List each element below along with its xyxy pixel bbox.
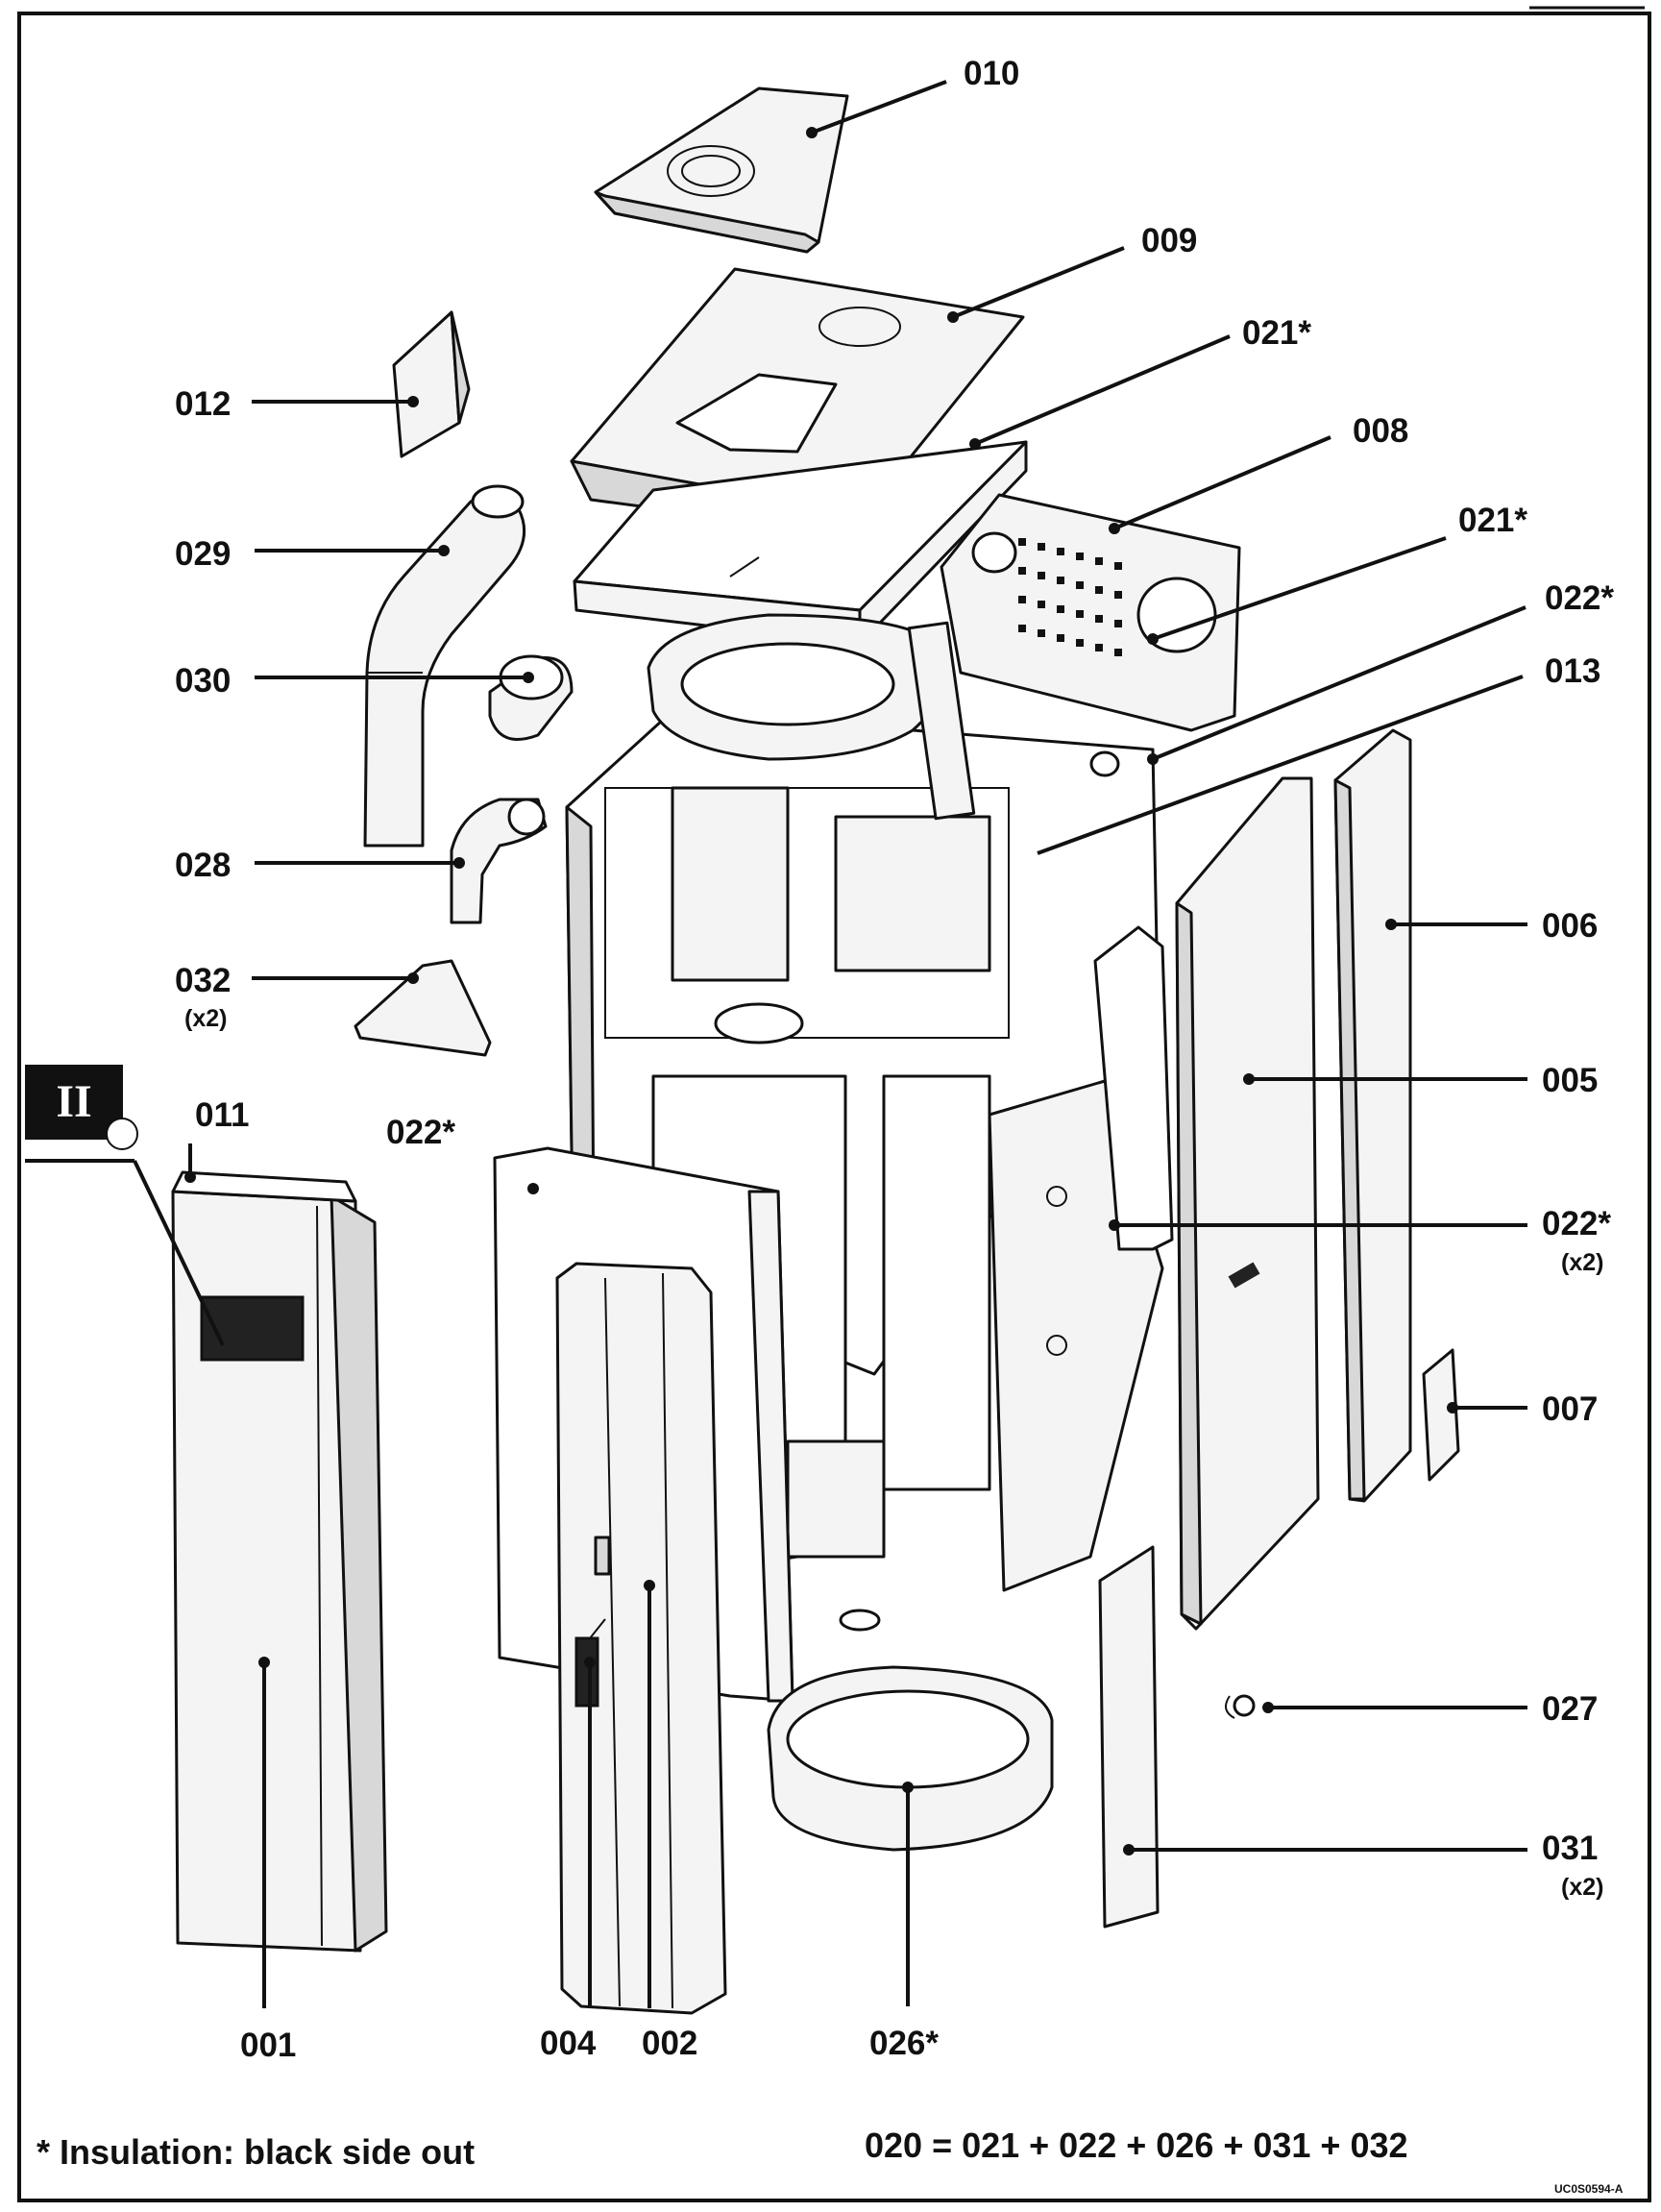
drawing-reference: UC0S0594-A — [1554, 2182, 1624, 2196]
callout-008: 008 — [1353, 412, 1408, 450]
part-005-side-panel — [1175, 776, 1320, 1631]
callout-013: 013 — [1545, 652, 1600, 690]
drawing-frame — [17, 12, 1651, 2202]
part-029-pipe-elbow — [363, 484, 526, 848]
callout-001: 001 — [240, 2027, 296, 2064]
part-004-latch — [574, 1618, 606, 1708]
part-031-strip — [1098, 1545, 1160, 1929]
callout-022-upper: 022* — [1545, 579, 1614, 617]
callout-032-qty: (x2) — [184, 1005, 227, 1032]
part-022-side-insulation — [988, 925, 1174, 1592]
callout-022-centre: 022* — [386, 1114, 455, 1151]
callout-032: 032 — [175, 962, 231, 999]
callout-005: 005 — [1542, 1062, 1598, 1099]
part-030-sleeve — [488, 654, 574, 741]
part-032-shield — [354, 959, 492, 1057]
callout-021-top: 021* — [1242, 314, 1311, 352]
formula: 020 = 021 + 022 + 026 + 031 + 032 — [865, 2126, 1408, 2165]
callout-007: 007 — [1542, 1390, 1598, 1428]
callout-026: 026* — [869, 2025, 939, 2062]
callout-022-side: 022* — [1542, 1205, 1611, 1242]
part-006-rear-side-panel — [1333, 728, 1412, 1503]
callout-009: 009 — [1141, 222, 1197, 259]
section-marker-text: II — [56, 1076, 91, 1127]
callout-021-right: 021* — [1458, 502, 1527, 539]
callout-030: 030 — [175, 662, 231, 700]
callout-012: 012 — [175, 385, 231, 423]
callout-028: 028 — [175, 847, 231, 884]
callout-031: 031 — [1542, 1830, 1598, 1867]
callout-006: 006 — [1542, 907, 1598, 945]
part-008-back-plate — [940, 493, 1241, 732]
part-026-base-ring — [767, 1665, 1054, 1852]
part-012-bracket — [392, 310, 471, 458]
footnote: * Insulation: black side out — [37, 2132, 475, 2172]
callout-022-side-qty: (x2) — [1561, 1249, 1603, 1276]
callout-002: 002 — [642, 2025, 697, 2062]
callout-004: 004 — [540, 2025, 597, 2062]
callout-031-qty: (x2) — [1561, 1874, 1603, 1901]
part-027-clip — [1225, 1694, 1256, 1719]
part-007-bracket — [1422, 1348, 1460, 1482]
part-010-top-plate — [594, 86, 849, 254]
callout-029: 029 — [175, 535, 231, 573]
callout-010: 010 — [964, 55, 1019, 92]
leaders — [133, 80, 1527, 2008]
part-002-front-door — [555, 1262, 727, 2015]
part-013-ring — [647, 613, 950, 761]
section-marker-rotate-icon — [106, 1118, 138, 1150]
callout-011: 011 — [195, 1096, 249, 1134]
part-022-insulation-strip — [907, 621, 976, 821]
part-001-front-panel — [171, 1170, 388, 1953]
callout-027: 027 — [1542, 1690, 1598, 1728]
section-marker-box — [25, 1065, 123, 1140]
part-028-connector — [450, 798, 548, 924]
